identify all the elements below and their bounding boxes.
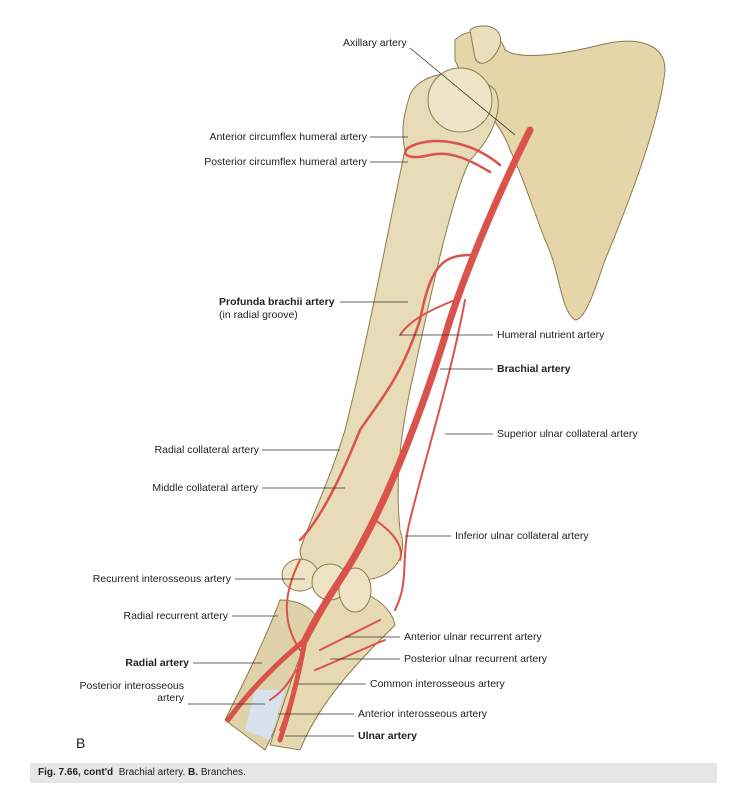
label-common-interosseous-artery: Common interosseous artery xyxy=(370,678,505,690)
medial-epicondyle xyxy=(338,567,372,613)
caption-number: Fig. 7.66, cont'd xyxy=(38,767,114,778)
superior-ulnar-collateral-artery xyxy=(394,299,466,611)
label-radial-artery: Radial artery xyxy=(125,657,189,669)
label-radial-recurrent-artery: Radial recurrent artery xyxy=(123,610,228,622)
ulna xyxy=(269,579,396,751)
profunda-brachii-artery xyxy=(298,253,472,542)
label-ulnar-artery: Ulnar artery xyxy=(358,730,417,742)
figure-caption: Fig. 7.66, cont'd Brachial artery. B. Br… xyxy=(30,763,717,783)
label-posterior-ulnar-recurrent-artery: Posterior ulnar recurrent artery xyxy=(404,653,547,665)
label-recurrent-interosseous-artery: Recurrent interosseous artery xyxy=(92,573,231,585)
label-profunda-brachii-artery: Profunda brachii artery xyxy=(219,296,335,308)
recurrent-arteries xyxy=(285,559,386,671)
arteries xyxy=(225,126,534,743)
label-axillary-artery: Axillary artery xyxy=(343,37,407,49)
label-anterior-circumflex-humeral-artery: Anterior circumflex humeral artery xyxy=(209,131,367,143)
label-superior-ulnar-collateral-artery: Superior ulnar collateral artery xyxy=(497,428,638,440)
caption-panel-text: Branches. xyxy=(200,767,246,778)
panel-letter: B xyxy=(76,735,86,751)
label-anterior-ulnar-recurrent-artery: Anterior ulnar recurrent artery xyxy=(404,631,542,643)
interosseous-arteries xyxy=(269,669,297,731)
interosseous-membrane xyxy=(245,690,285,740)
humeral-nutrient-artery xyxy=(399,299,456,336)
label-humeral-nutrient-artery: Humeral nutrient artery xyxy=(497,329,605,341)
label-brachial-artery: Brachial artery xyxy=(497,363,571,375)
label-posterior-interosseous-line2: artery xyxy=(157,692,184,704)
caption-text: Brachial artery. xyxy=(118,767,186,778)
scapula xyxy=(454,30,666,321)
caption-panel: B. xyxy=(188,767,199,778)
axillary-brachial-artery xyxy=(301,126,534,644)
humeral-head xyxy=(427,67,493,133)
label-anterior-interosseous-artery: Anterior interosseous artery xyxy=(358,708,487,720)
label-middle-collateral-artery: Middle collateral artery xyxy=(152,482,258,494)
circumflex-humeral-arteries xyxy=(404,139,502,174)
coracoid-process xyxy=(469,25,502,64)
label-profunda-note: (in radial groove) xyxy=(219,309,298,321)
label-posterior-circumflex-humeral-artery: Posterior circumflex humeral artery xyxy=(204,156,367,168)
label-inferior-ulnar-collateral-artery: Inferior ulnar collateral artery xyxy=(455,530,589,542)
inferior-ulnar-collateral-artery xyxy=(374,519,402,561)
label-posterior-interosseous-line1: Posterior interosseous xyxy=(79,680,184,692)
humerus xyxy=(299,73,499,582)
leader-lines xyxy=(188,47,516,737)
label-radial-collateral-artery: Radial collateral artery xyxy=(154,444,259,456)
